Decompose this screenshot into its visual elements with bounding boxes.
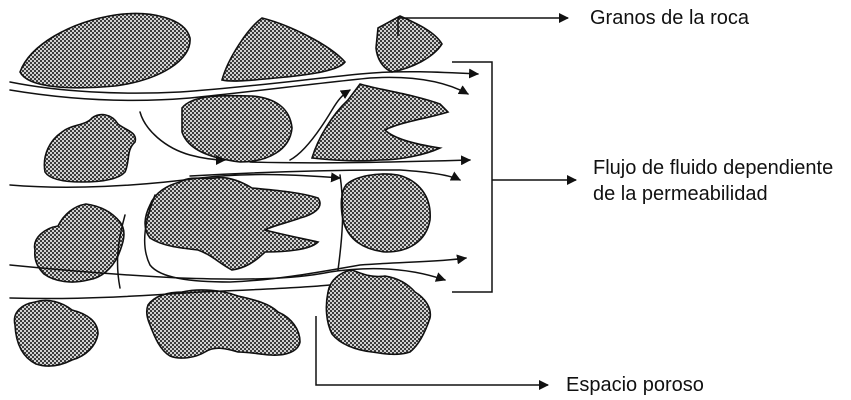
label-fluid-flow-line2: de la permeabilidad — [593, 181, 833, 207]
label-fluid-flow-line1: Flujo de fluido dependiente — [593, 155, 833, 181]
rock-grain — [222, 18, 345, 81]
rock-grain — [35, 204, 124, 282]
rock-grain — [14, 300, 98, 366]
rock-grain — [44, 115, 135, 182]
rock-grain — [20, 14, 190, 88]
rock-grain — [376, 16, 442, 72]
flow-line — [338, 175, 343, 270]
rock-grain — [341, 174, 430, 252]
rock-grain — [145, 178, 320, 270]
label-fluid-flow: Flujo de fluido dependiente de la permea… — [593, 155, 833, 207]
flow-bracket — [452, 62, 492, 292]
rock-grain — [312, 84, 448, 161]
label-pore-space: Espacio poroso — [566, 372, 704, 398]
rock-grain — [182, 96, 292, 162]
rock-grain — [326, 270, 430, 354]
label-rock-grains: Granos de la roca — [590, 5, 749, 31]
rock-grain — [147, 290, 300, 358]
